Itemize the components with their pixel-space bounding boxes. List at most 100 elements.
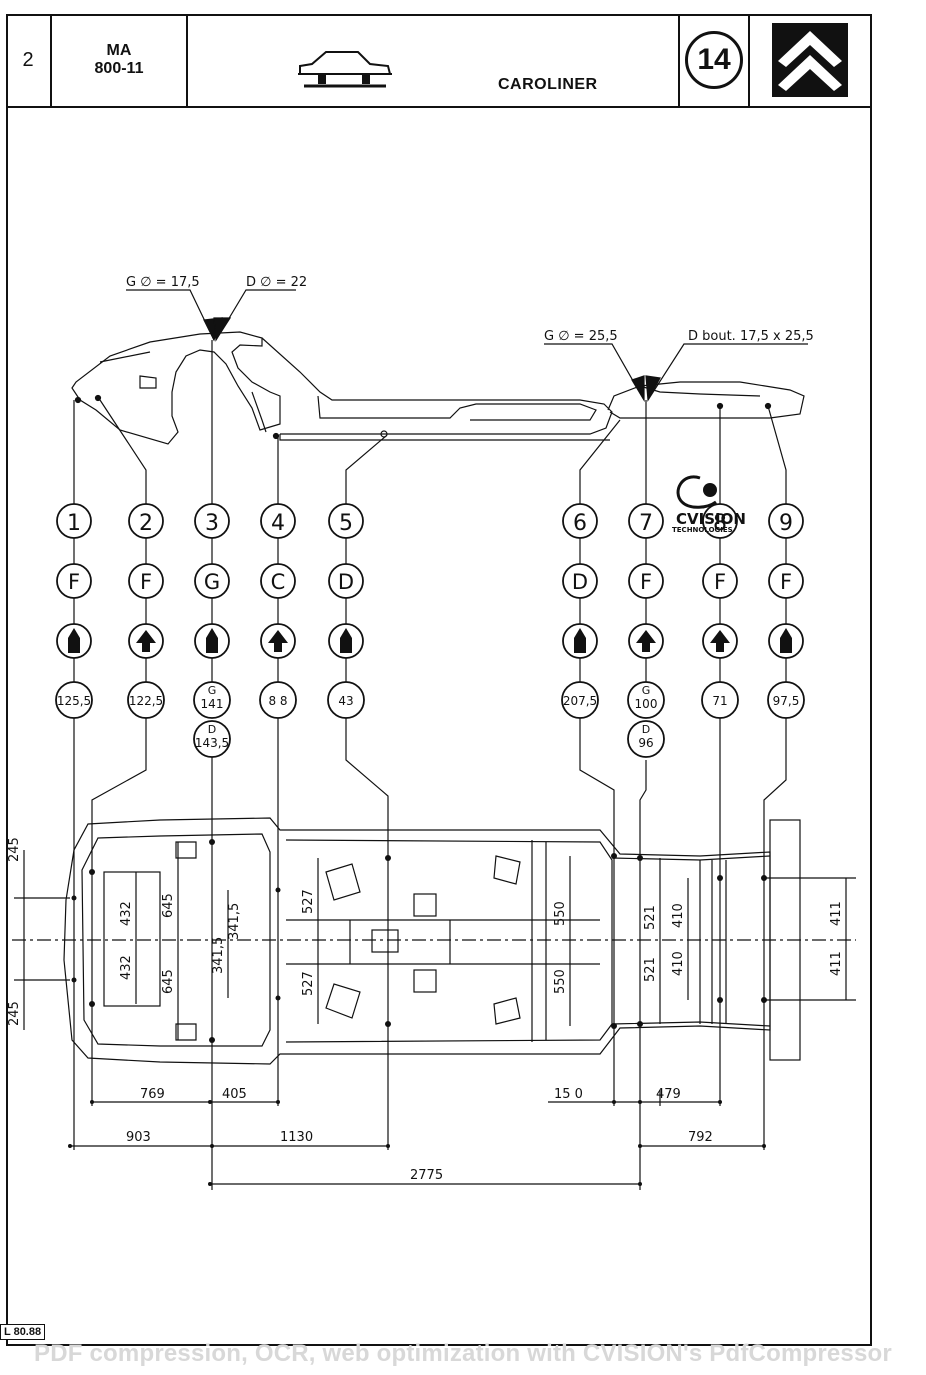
- dim-432-bottom: 432: [119, 955, 134, 980]
- dim-527-bottom: 527: [301, 971, 316, 996]
- rear-right-hole-label: D bout. 17,5 x 25,5: [688, 329, 814, 344]
- cvision-logo-subtext: TECHNOLOGIES: [672, 526, 733, 534]
- reference-line-1: MA: [106, 42, 132, 59]
- front-right-hole-label: D ∅ = 22: [246, 275, 307, 290]
- height-circle: [193, 681, 231, 719]
- dim-245-top: 245: [7, 837, 22, 862]
- point-column-8: 8F 71: [701, 503, 739, 719]
- dim-3415-a: 341,5: [211, 937, 226, 974]
- point-type-letter: F: [68, 570, 80, 594]
- dim-645-top: 645: [161, 893, 176, 918]
- height-circle: [127, 681, 165, 719]
- point-column-6: 6D 207,5: [561, 503, 599, 719]
- point-column-9: 9F 97,5: [767, 503, 805, 719]
- point-type-letter: G: [204, 570, 220, 594]
- dim-769: 769: [140, 1087, 165, 1102]
- up-pointer-icon: [780, 628, 792, 653]
- front-left-hole-label: G ∅ = 17,5: [126, 275, 200, 290]
- point-number: 6: [573, 511, 587, 536]
- height-value: 125,5: [57, 694, 91, 708]
- height-circle: [327, 681, 365, 719]
- up-arrow-icon: [636, 630, 656, 652]
- brand-logo-box: [750, 14, 870, 106]
- dim-550-top: 550: [553, 901, 568, 926]
- dim-521-bottom: 521: [643, 957, 658, 982]
- height-value: 8 8: [268, 694, 287, 708]
- height-circle: [561, 681, 599, 719]
- body-type-label: CAROLINER: [498, 76, 598, 93]
- point-type-letter: D: [572, 570, 588, 594]
- document-code: L 80.88: [0, 1324, 46, 1340]
- height-value: 207,5: [563, 694, 597, 708]
- height-value: 97,5: [773, 694, 800, 708]
- dim-903: 903: [126, 1130, 151, 1145]
- point-type-letter: D: [338, 570, 354, 594]
- title-block: 2 MA 800-11 CAROLINER 14: [6, 14, 872, 108]
- dim-410-bottom: 410: [671, 951, 686, 976]
- height-circle: [627, 681, 665, 719]
- vehicle-type-box: CAROLINER: [188, 14, 680, 106]
- height-circle: [701, 681, 739, 719]
- point-number: 5: [339, 511, 353, 536]
- dim-245-bottom: 245: [7, 1001, 22, 1026]
- side-view-shell: [71, 331, 805, 445]
- height-left-value: 100: [635, 697, 658, 711]
- up-pointer-icon: [68, 628, 80, 653]
- dim-792: 792: [688, 1130, 713, 1145]
- height-circle: [767, 681, 805, 719]
- height-circle: [259, 681, 297, 719]
- dim-521-top: 521: [643, 905, 658, 930]
- point-number: 9: [779, 511, 793, 536]
- point-number: 3: [205, 511, 219, 536]
- plate-number: 14: [685, 31, 743, 89]
- height-left-label: G: [642, 684, 651, 697]
- point-number: 8: [713, 511, 727, 536]
- dim-432-top: 432: [119, 901, 134, 926]
- height-right-value: 96: [638, 736, 653, 750]
- height-circle: [55, 681, 93, 719]
- up-arrow-icon: [136, 630, 156, 652]
- plate-number-box: 14: [680, 14, 750, 106]
- height-left-label: G: [208, 684, 217, 697]
- point-number: 2: [139, 511, 153, 536]
- height-value: 71: [712, 694, 727, 708]
- height-circle-right: [193, 720, 231, 758]
- point-column-4: 4C8 8: [259, 503, 297, 719]
- point-type-letter: F: [640, 570, 652, 594]
- dim-550-bottom: 550: [553, 969, 568, 994]
- dim-1130: 1130: [280, 1130, 313, 1145]
- rear-left-hole-label: G ∅ = 25,5: [544, 329, 618, 344]
- plan-view-shell: [63, 817, 801, 1065]
- point-type-letter: F: [714, 570, 726, 594]
- reference-code: MA 800-11: [52, 14, 188, 106]
- dim-411-bottom: 411: [829, 951, 844, 976]
- car-on-bench-icon: [298, 51, 392, 88]
- watermark-text: PDF compression, OCR, web optimization w…: [34, 1340, 892, 1367]
- dim-3415-b: 341,5: [227, 903, 242, 940]
- height-right-label: D: [208, 723, 216, 736]
- up-pointer-icon: [340, 628, 352, 653]
- dim-411-top: 411: [829, 901, 844, 926]
- height-value: 122,5: [129, 694, 163, 708]
- point-column-2: 2F 122,5: [127, 503, 165, 719]
- point-type-letter: F: [780, 570, 792, 594]
- height-circle-right: [627, 720, 665, 758]
- point-type-letter: F: [140, 570, 152, 594]
- point-number: 7: [639, 511, 653, 536]
- page-number: 2: [6, 14, 52, 106]
- reference-line-2: 800-11: [94, 60, 144, 77]
- dim-479: 479: [656, 1087, 681, 1102]
- point-number: 4: [271, 511, 285, 536]
- up-arrow-icon: [268, 630, 288, 652]
- dim-527-top: 527: [301, 889, 316, 914]
- dim-405: 405: [222, 1087, 247, 1102]
- cvision-logo-text: CVISION: [676, 510, 746, 528]
- height-right-value: 143,5: [195, 736, 229, 750]
- cvision-overlay-logo: CVISION TECHNOLOGIES: [672, 475, 746, 534]
